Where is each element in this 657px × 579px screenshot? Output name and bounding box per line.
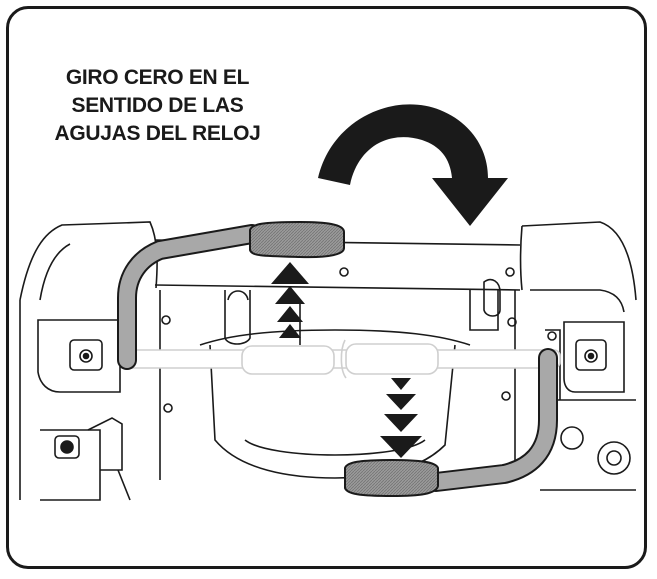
caption-line-1: GIRO CERO EN EL bbox=[65, 66, 250, 89]
down-triangles-icon bbox=[380, 378, 422, 458]
caption-line-3: AGUJAS DEL RELOJ bbox=[54, 122, 261, 145]
clockwise-arrow-icon bbox=[318, 104, 508, 226]
left-lever-forward bbox=[117, 220, 345, 370]
right-lever-back bbox=[344, 348, 558, 498]
caption-text: GIRO CERO EN EL SENTIDO DE LAS AGUJAS DE… bbox=[30, 64, 285, 148]
caption-line-2: SENTIDO DE LAS bbox=[71, 94, 244, 117]
neutral-lap-bar bbox=[119, 339, 561, 379]
up-triangles-icon bbox=[271, 262, 309, 338]
right-fender bbox=[519, 221, 637, 491]
left-fender bbox=[19, 221, 158, 501]
